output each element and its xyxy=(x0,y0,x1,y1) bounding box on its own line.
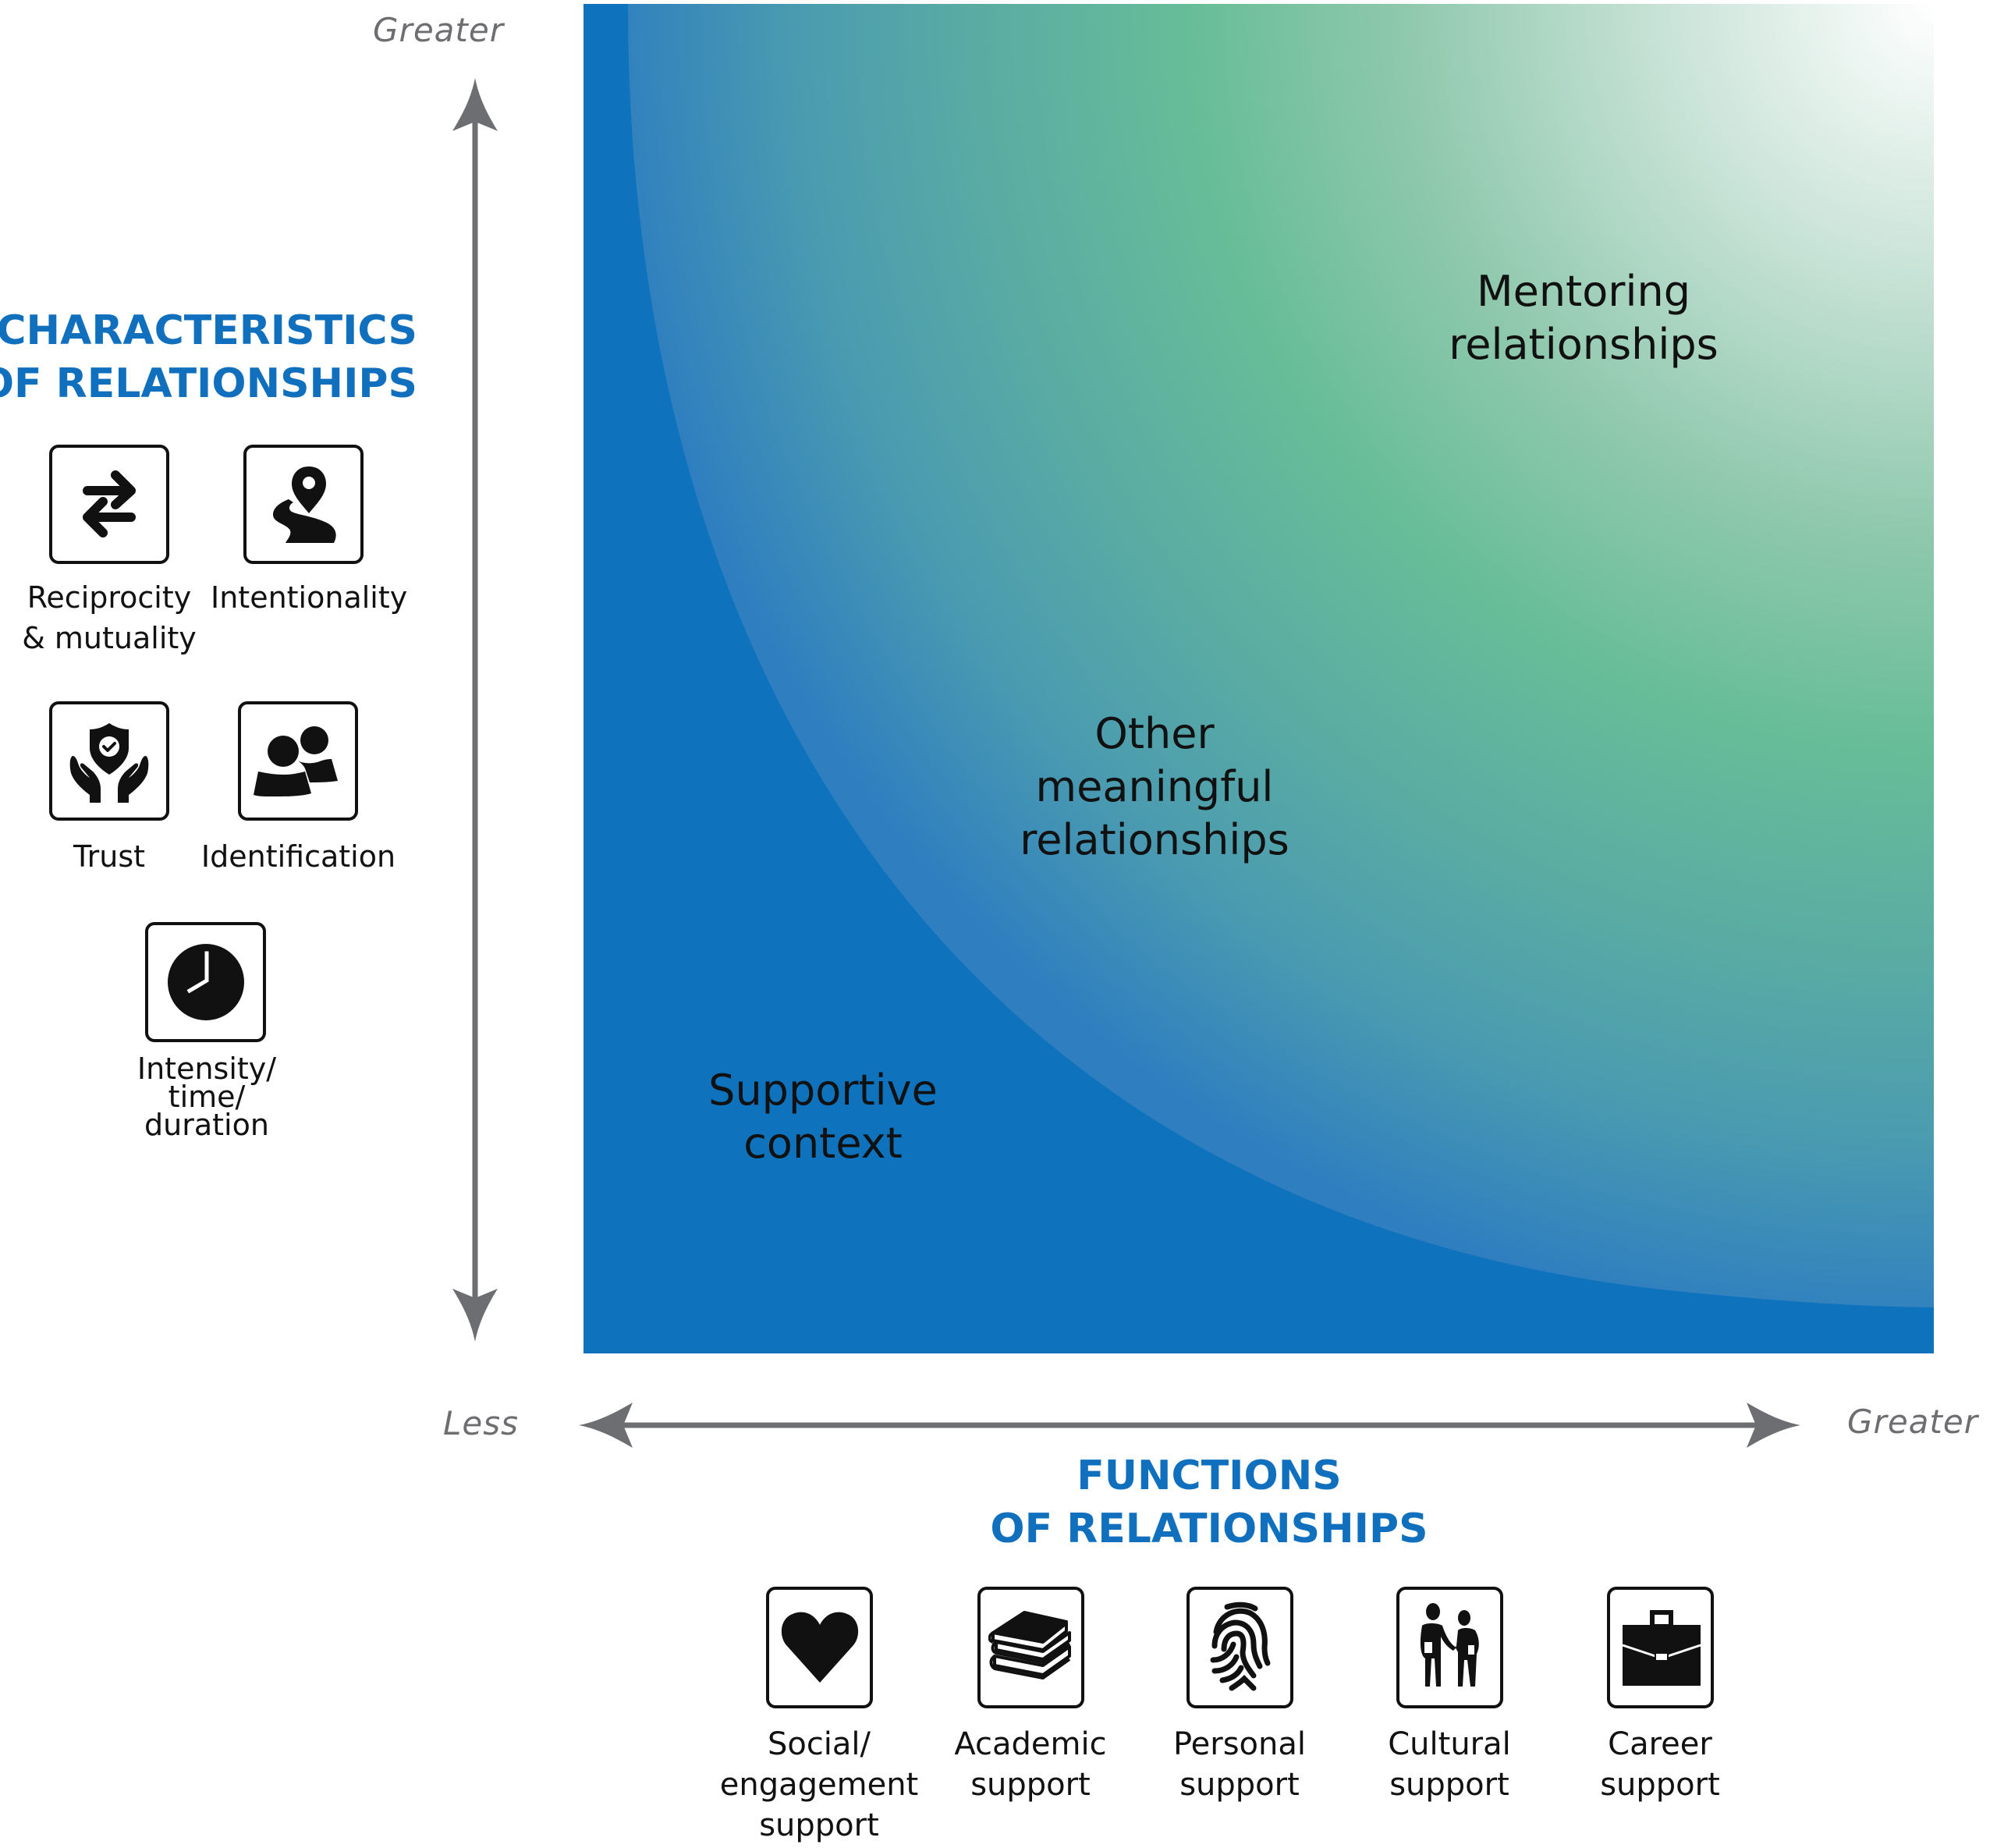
social-support-label: Social/ engagement support xyxy=(719,1726,919,1843)
region-mentoring-label: Mentoring relationships xyxy=(1449,267,1719,369)
functions-heading-line2: OF RELATIONSHIPS xyxy=(990,1506,1428,1552)
career-support-label: Career support xyxy=(1600,1726,1720,1803)
functions-heading-line1: FUNCTIONS xyxy=(1077,1453,1342,1499)
cultural-support-label: Cultural support xyxy=(1388,1726,1511,1803)
intentionality-icon-box xyxy=(243,445,364,564)
y-axis-arrow xyxy=(452,78,498,1342)
trust-icon-box xyxy=(49,701,169,821)
meaningful-relationships-zone xyxy=(628,4,1934,1307)
characteristics-heading: CHARACTERISTICS OF RELATIONSHIPS xyxy=(0,304,417,410)
personal-support-icon-box xyxy=(1186,1587,1293,1708)
region-other-meaningful-label: Other meaningful relationships xyxy=(1020,709,1289,864)
briefcase-icon xyxy=(1622,1610,1701,1686)
career-support-icon-box xyxy=(1607,1587,1714,1708)
y-axis-arrowhead-up xyxy=(452,78,498,131)
two-people-handshake-icon xyxy=(1420,1603,1479,1687)
relationship-continuum-plot xyxy=(583,4,1934,1353)
heart-icon xyxy=(781,1612,858,1683)
reciprocity-icon-box xyxy=(49,445,169,564)
y-axis-greater-label: Greater xyxy=(373,11,504,49)
reciprocity-label: Reciprocity & mutuality xyxy=(22,580,197,655)
personal-support-label: Personal support xyxy=(1172,1726,1307,1803)
characteristics-heading-line1: CHARACTERISTICS xyxy=(0,307,417,354)
intensity-icon-box xyxy=(145,922,266,1042)
intensity-label: Intensity/ time/ duration xyxy=(137,1052,277,1142)
characteristics-heading-line2: OF RELATIONSHIPS xyxy=(0,360,417,407)
academic-support-label: Academic support xyxy=(954,1726,1107,1803)
plot-canvas xyxy=(583,4,1934,1353)
path-location-pin-icon xyxy=(273,466,336,543)
two-people-icon xyxy=(254,725,338,796)
trust-label: Trust xyxy=(73,839,146,874)
x-axis-arrowhead-left xyxy=(579,1403,633,1448)
books-icon xyxy=(988,1611,1071,1680)
x-axis-less-label: Less xyxy=(443,1404,520,1442)
functions-heading: FUNCTIONS OF RELATIONSHIPS xyxy=(975,1449,1443,1555)
identification-label: Identification xyxy=(200,839,396,874)
clock-icon xyxy=(167,944,244,1020)
y-axis-arrowhead-down xyxy=(452,1289,498,1342)
x-axis-greater-label: Greater xyxy=(1847,1403,1978,1441)
hands-shield-check-icon xyxy=(69,722,149,803)
region-supportive-context-label: Supportive context xyxy=(708,1066,938,1168)
fingerprint-icon xyxy=(1210,1601,1270,1691)
intentionality-label: Intentionality xyxy=(211,580,408,615)
cultural-support-icon-box xyxy=(1396,1587,1503,1708)
academic-support-icon-box xyxy=(977,1587,1084,1708)
x-axis-arrow xyxy=(579,1403,1800,1448)
exchange-arrows-icon xyxy=(83,470,136,537)
x-axis-arrowhead-right xyxy=(1747,1403,1800,1448)
identification-icon-box xyxy=(238,701,358,821)
social-support-icon-box xyxy=(766,1587,873,1708)
